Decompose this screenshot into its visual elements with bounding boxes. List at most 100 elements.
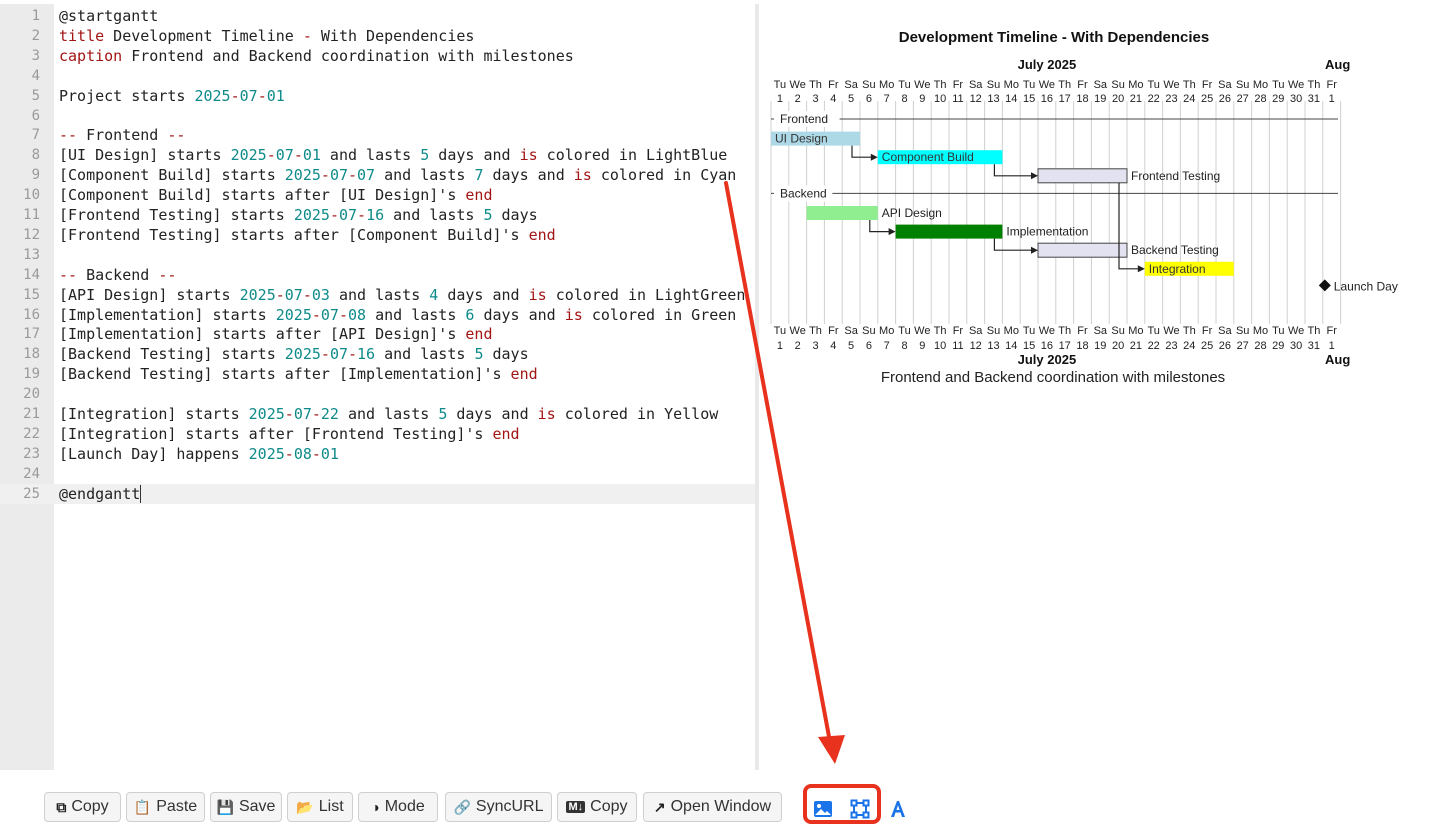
- day-label: 2: [795, 340, 801, 352]
- task-label: Integration: [1149, 262, 1206, 276]
- weekday-label: Tu: [898, 79, 910, 91]
- markdown-copy-label: Copy: [590, 798, 628, 815]
- open-window-button[interactable]: ↗Open Window: [643, 792, 782, 822]
- contrast-icon: ◑: [371, 799, 380, 815]
- folder-icon: 📂: [296, 798, 314, 815]
- keyword-token: is: [519, 146, 538, 165]
- split-divider[interactable]: [755, 4, 759, 770]
- day-label: 22: [1148, 93, 1160, 105]
- code-line[interactable]: 1@startgantt: [0, 6, 755, 26]
- syncurl-button[interactable]: 🔗SyncURL: [445, 792, 552, 822]
- code-line[interactable]: 6: [0, 106, 755, 126]
- number-token: 01: [302, 146, 321, 165]
- highlight-box: [803, 784, 881, 824]
- day-label: 16: [1041, 340, 1053, 352]
- text-token: days and: [474, 305, 565, 324]
- crop-fit-button[interactable]: [848, 797, 872, 821]
- line-number: 13: [23, 246, 40, 263]
- line-number: 20: [23, 386, 40, 403]
- save-icon: 💾: [216, 798, 234, 815]
- code-line[interactable]: 15[API Design] starts 2025-07-03 and las…: [0, 285, 755, 305]
- line-number: 22: [23, 425, 40, 442]
- day-label: 5: [848, 340, 854, 352]
- weekday-label: We: [1163, 325, 1179, 337]
- open-window-label: Open Window: [670, 798, 772, 815]
- code-line[interactable]: 22[Integration] starts after [Frontend T…: [0, 424, 755, 444]
- code-line[interactable]: 8[UI Design] starts 2025-07-01 and lasts…: [0, 145, 755, 165]
- day-label: 2: [795, 93, 801, 105]
- weekday-label: Mo: [1128, 325, 1143, 337]
- keyword-token: is: [528, 285, 547, 304]
- code-line[interactable]: 17[Implementation] starts after [API Des…: [0, 324, 755, 344]
- mode-label: Mode: [384, 798, 425, 815]
- markdown-copy-button[interactable]: M↓Copy: [557, 792, 637, 822]
- code-text: [Implementation] starts after [API Desig…: [59, 324, 492, 344]
- task-bar: [1037, 168, 1128, 184]
- code-line[interactable]: 18[Backend Testing] starts 2025-07-16 an…: [0, 344, 755, 364]
- line-number: 10: [23, 187, 40, 204]
- line-number: 9: [31, 167, 40, 184]
- day-label: 30: [1290, 340, 1302, 352]
- chart-caption: Frontend and Backend coordination with m…: [881, 369, 1225, 386]
- day-label: 23: [1165, 340, 1177, 352]
- code-line[interactable]: 21[Integration] starts 2025-07-22 and la…: [0, 404, 755, 424]
- code-line[interactable]: 12 [Frontend Testing] starts after [Compo…: [0, 225, 755, 245]
- day-label: 22: [1148, 340, 1160, 352]
- day-label: 13: [987, 93, 999, 105]
- code-line[interactable]: 23[Launch Day] happens 2025-08-01: [0, 444, 755, 464]
- number-token: 08: [293, 444, 312, 463]
- link-icon: 🔗: [453, 798, 471, 815]
- keyword-token: caption: [59, 46, 123, 65]
- copy-icon: ⧉: [56, 798, 67, 815]
- weekday-label: Tu: [898, 325, 910, 337]
- image-icon: [814, 801, 832, 817]
- list-button[interactable]: 📂List: [287, 792, 353, 822]
- weekday-label: Su: [1236, 79, 1249, 91]
- text-token: days and: [438, 285, 529, 304]
- day-label: 26: [1219, 93, 1231, 105]
- weekday-label: Th: [809, 79, 822, 91]
- number-token: 07: [338, 206, 358, 224]
- weekday-label: Th: [1307, 79, 1320, 91]
- keyword-token: -: [257, 86, 267, 105]
- keyword-token: -: [275, 285, 285, 304]
- keyword-token: --: [167, 126, 186, 145]
- keyword-token: -: [329, 206, 339, 224]
- mode-button[interactable]: ◑Mode: [358, 792, 438, 822]
- code-line[interactable]: 20: [0, 384, 755, 404]
- task-label: API Design: [882, 206, 942, 220]
- code-text: [Frontend Testing] starts after [Compone…: [59, 225, 556, 245]
- code-line[interactable]: 11[Frontend Testing] starts 2025-07-16 a…: [0, 205, 755, 225]
- code-line[interactable]: 9[Component Build] starts 2025-07-07 and…: [0, 165, 755, 185]
- code-text: -- Backend --: [59, 265, 176, 285]
- code-line[interactable]: 4: [0, 66, 755, 86]
- code-line[interactable]: 16[Implementation] starts 2025-07-08 and…: [0, 305, 755, 325]
- text-token: [API Design] starts: [59, 285, 240, 304]
- paste-button[interactable]: 📋Paste: [126, 792, 205, 822]
- font-button[interactable]: [886, 797, 910, 821]
- code-line[interactable]: 14-- Backend --: [0, 265, 755, 285]
- code-line[interactable]: 25@endgantt: [0, 483, 755, 504]
- line-number: 12: [23, 226, 40, 243]
- code-text: [Component Build] starts after [UI Desig…: [59, 185, 492, 205]
- month-label: Aug: [1325, 57, 1350, 72]
- text-token: days: [492, 206, 538, 224]
- save-button[interactable]: 💾Save: [210, 792, 282, 822]
- code-line[interactable]: 19[Backend Testing] starts after [Implem…: [0, 364, 755, 384]
- day-label: 5: [848, 93, 854, 105]
- day-label: 4: [830, 93, 836, 105]
- code-line[interactable]: 13: [0, 245, 755, 265]
- code-line[interactable]: 7-- Frontend --: [0, 125, 755, 145]
- number-token: 4: [429, 285, 439, 304]
- number-token: 03: [311, 285, 330, 304]
- export-image-button[interactable]: [811, 797, 835, 821]
- weekday-label: Fr: [1327, 325, 1338, 337]
- copy-button[interactable]: ⧉Copy: [44, 792, 121, 822]
- code-line[interactable]: 10 [Component Build] starts after [UI Des…: [0, 185, 755, 205]
- keyword-token: is: [564, 305, 583, 324]
- code-line[interactable]: 24: [0, 464, 755, 484]
